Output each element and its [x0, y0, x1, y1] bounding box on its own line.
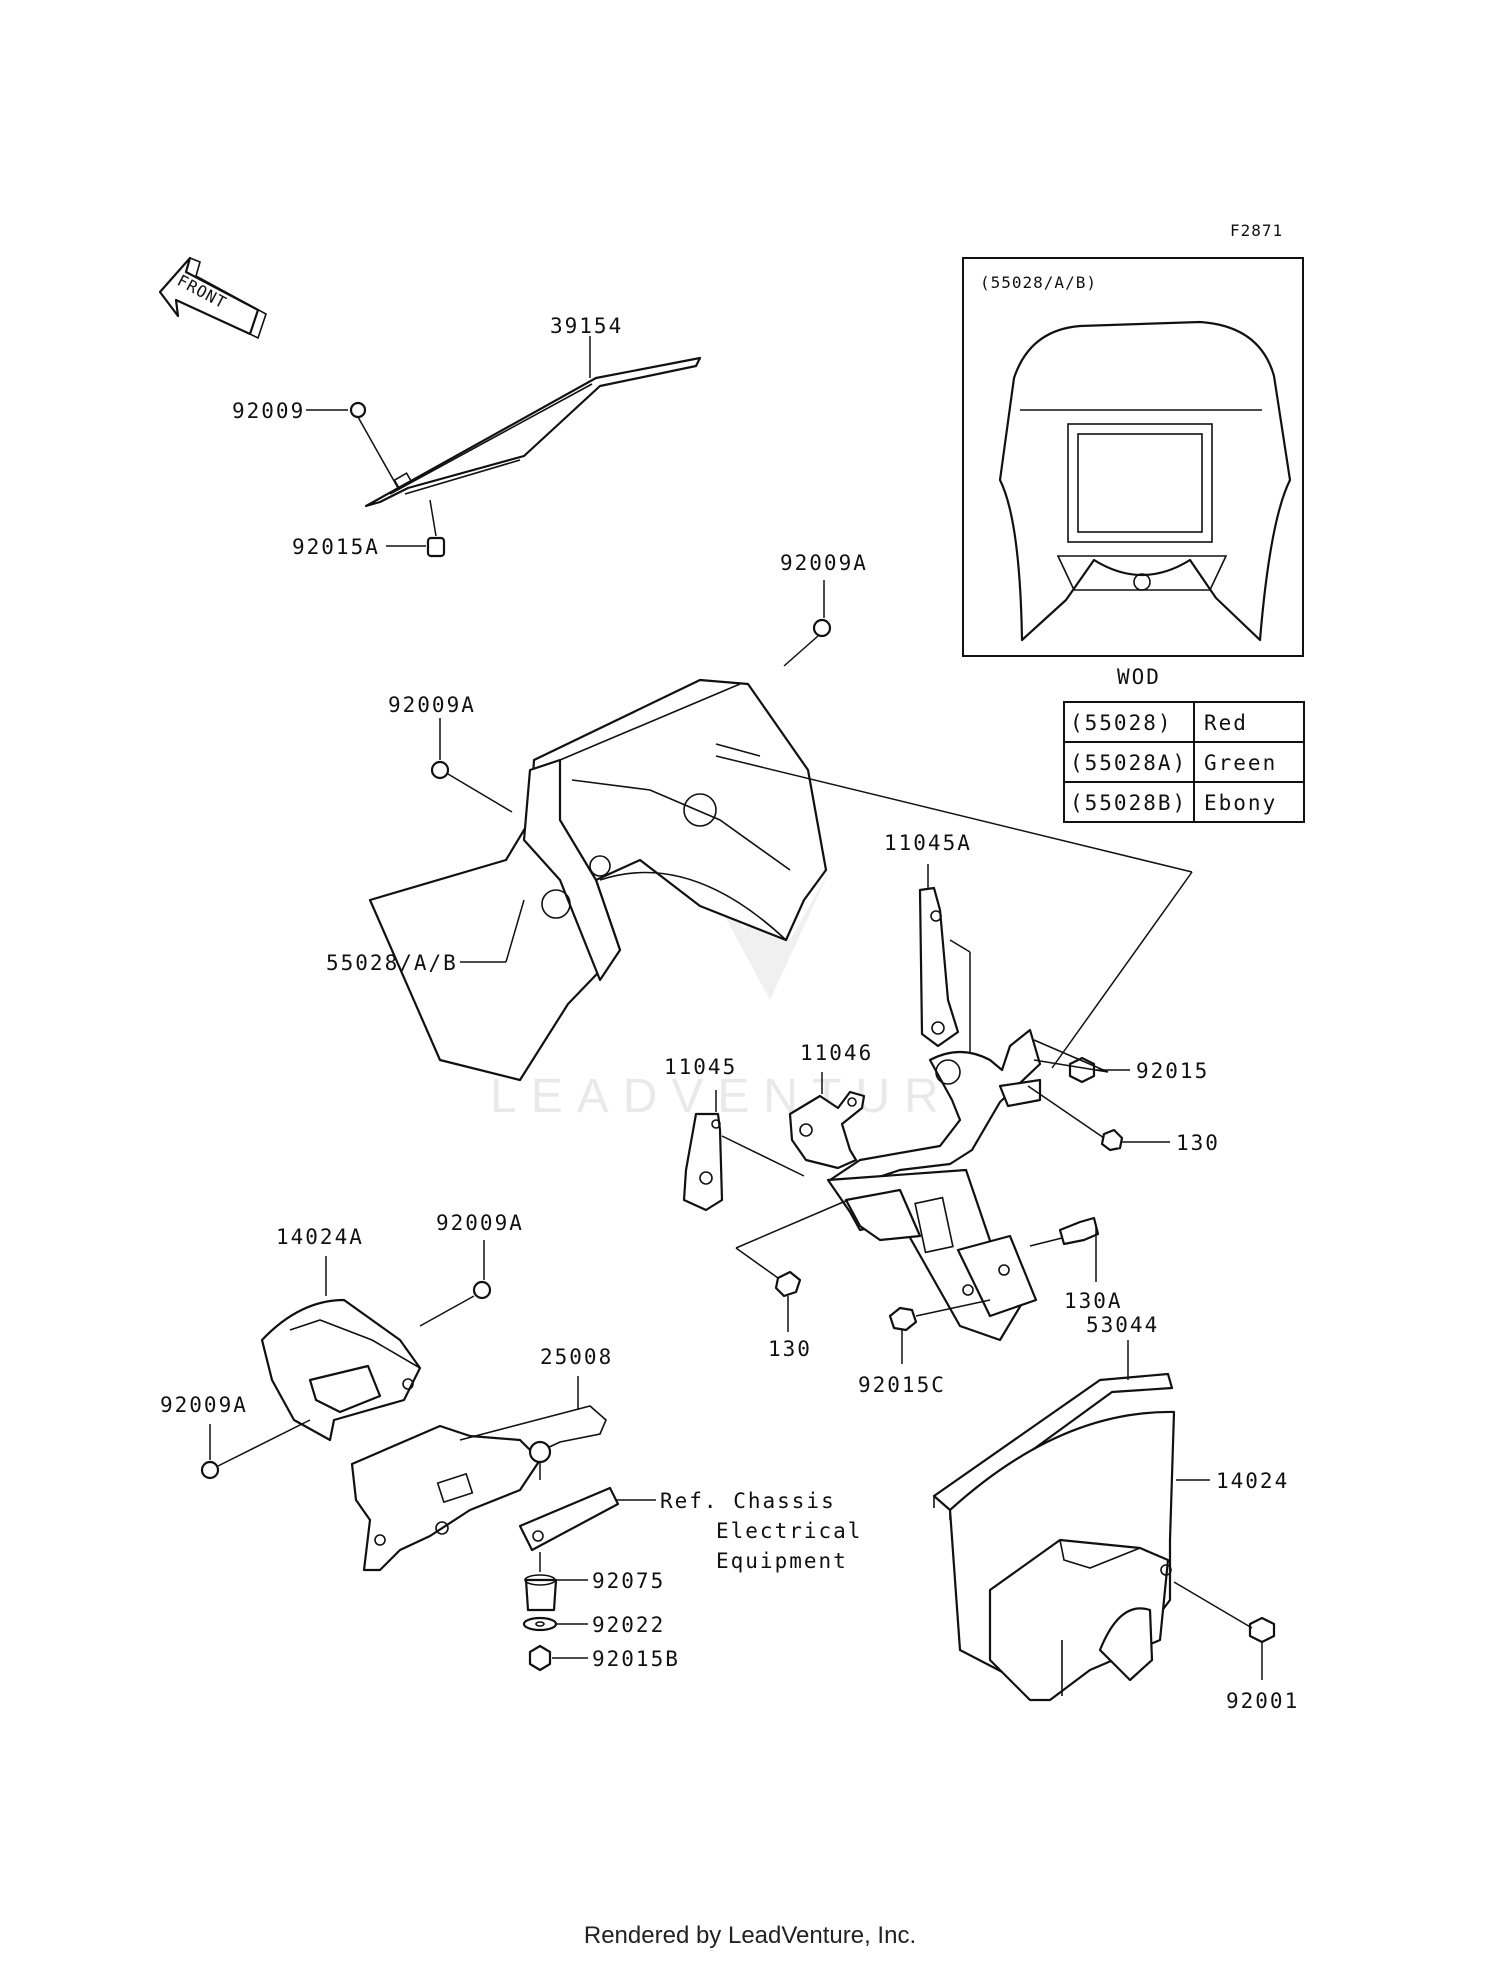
- nut-92015B[interactable]: [528, 1644, 552, 1672]
- part-55028-cowl[interactable]: [368, 678, 828, 1082]
- callout-92009A-left: 92009A: [388, 693, 476, 717]
- callout-92001: 92001: [1226, 1689, 1299, 1713]
- watermark: LEADVENTURE: [490, 870, 999, 1123]
- callout-92015C: 92015C: [858, 1373, 946, 1397]
- callout-92075: 92075: [592, 1569, 665, 1593]
- screw-92001[interactable]: [1173, 1581, 1276, 1644]
- screw-92009A-mid[interactable]: [419, 1280, 492, 1327]
- color-table-part: (55028A): [1070, 751, 1187, 775]
- screw-92009[interactable]: [349, 401, 399, 489]
- color-table-part: (55028B): [1070, 791, 1187, 815]
- inset-title: (55028/A/B): [980, 273, 1097, 292]
- ref-note-line3: Equipment: [716, 1549, 848, 1573]
- callout-14024: 14024: [1216, 1469, 1289, 1493]
- color-table-color: Green: [1204, 751, 1277, 775]
- part-11046-plate[interactable]: [788, 1090, 866, 1170]
- callout-92015A: 92015A: [292, 535, 380, 559]
- ref-note-line2: Electrical: [716, 1519, 862, 1543]
- nut-92015A[interactable]: [426, 499, 446, 558]
- callout-92009A-mid: 92009A: [436, 1211, 524, 1235]
- ref-note-line1: Ref. Chassis: [660, 1489, 836, 1513]
- callout-53044: 53044: [1086, 1313, 1159, 1337]
- callout-130A: 130A: [1064, 1289, 1123, 1313]
- part-14024A-cover[interactable]: [260, 1298, 422, 1442]
- front-arrow-icon: FRONT: [158, 256, 267, 340]
- screw-92009A-top[interactable]: [783, 618, 832, 667]
- callout-11045: 11045: [664, 1055, 737, 1079]
- bolt-130A[interactable]: [1029, 1216, 1100, 1247]
- callout-92009: 92009: [232, 399, 305, 423]
- ground-strap: [518, 1440, 620, 1572]
- callout-130-bottom: 130: [768, 1337, 812, 1361]
- part-25008-bracket[interactable]: [350, 1405, 607, 1572]
- callout-92015B: 92015B: [592, 1647, 680, 1671]
- callout-130-right: 130: [1176, 1131, 1220, 1155]
- color-table-color: Red: [1204, 711, 1248, 735]
- callout-39154: 39154: [550, 314, 623, 338]
- callout-92009A-low: 92009A: [160, 1393, 248, 1417]
- color-table-part: (55028): [1070, 711, 1173, 735]
- inset-panel: (55028/A/B) WOD: [962, 257, 1304, 689]
- callout-11046: 11046: [800, 1041, 873, 1065]
- callout-92015: 92015: [1136, 1059, 1209, 1083]
- callout-92009A-top: 92009A: [780, 551, 868, 575]
- callout-11045A: 11045A: [884, 831, 972, 855]
- washer-92022[interactable]: [522, 1616, 558, 1632]
- part-11045-stay[interactable]: [682, 1112, 724, 1212]
- footer-credit: Rendered by LeadVenture, Inc.: [583, 1922, 917, 1949]
- callout-92022: 92022: [592, 1613, 665, 1637]
- part-bracket-frame[interactable]: [826, 1028, 1042, 1342]
- part-14024-cover[interactable]: [948, 1410, 1176, 1702]
- nut-92015C[interactable]: [888, 1299, 991, 1332]
- color-table-color: Ebony: [1204, 791, 1277, 815]
- grommet-92075[interactable]: [524, 1574, 558, 1612]
- screw-92009A-low[interactable]: [200, 1419, 311, 1480]
- inset-cowl-drawing: [998, 320, 1292, 642]
- screw-92009A-left[interactable]: [430, 760, 513, 813]
- callout-55028-A-B: 55028/A/B: [326, 951, 458, 975]
- nut-92015[interactable]: [1068, 1056, 1096, 1084]
- inset-caption: WOD: [1117, 665, 1161, 689]
- figure-code: F2871: [1230, 221, 1283, 240]
- callout-14024A: 14024A: [276, 1225, 364, 1249]
- part-39154[interactable]: [364, 356, 702, 508]
- color-table: (55028) Red (55028A) Green (55028B) Ebon…: [1063, 701, 1305, 823]
- watermark-text: LEADVENTURE: [490, 1070, 999, 1123]
- part-11045A-stay[interactable]: [918, 886, 960, 1048]
- bolt-130-bottom[interactable]: [735, 1199, 849, 1298]
- callout-25008: 25008: [540, 1345, 613, 1369]
- bolt-130-right[interactable]: [1027, 1085, 1124, 1152]
